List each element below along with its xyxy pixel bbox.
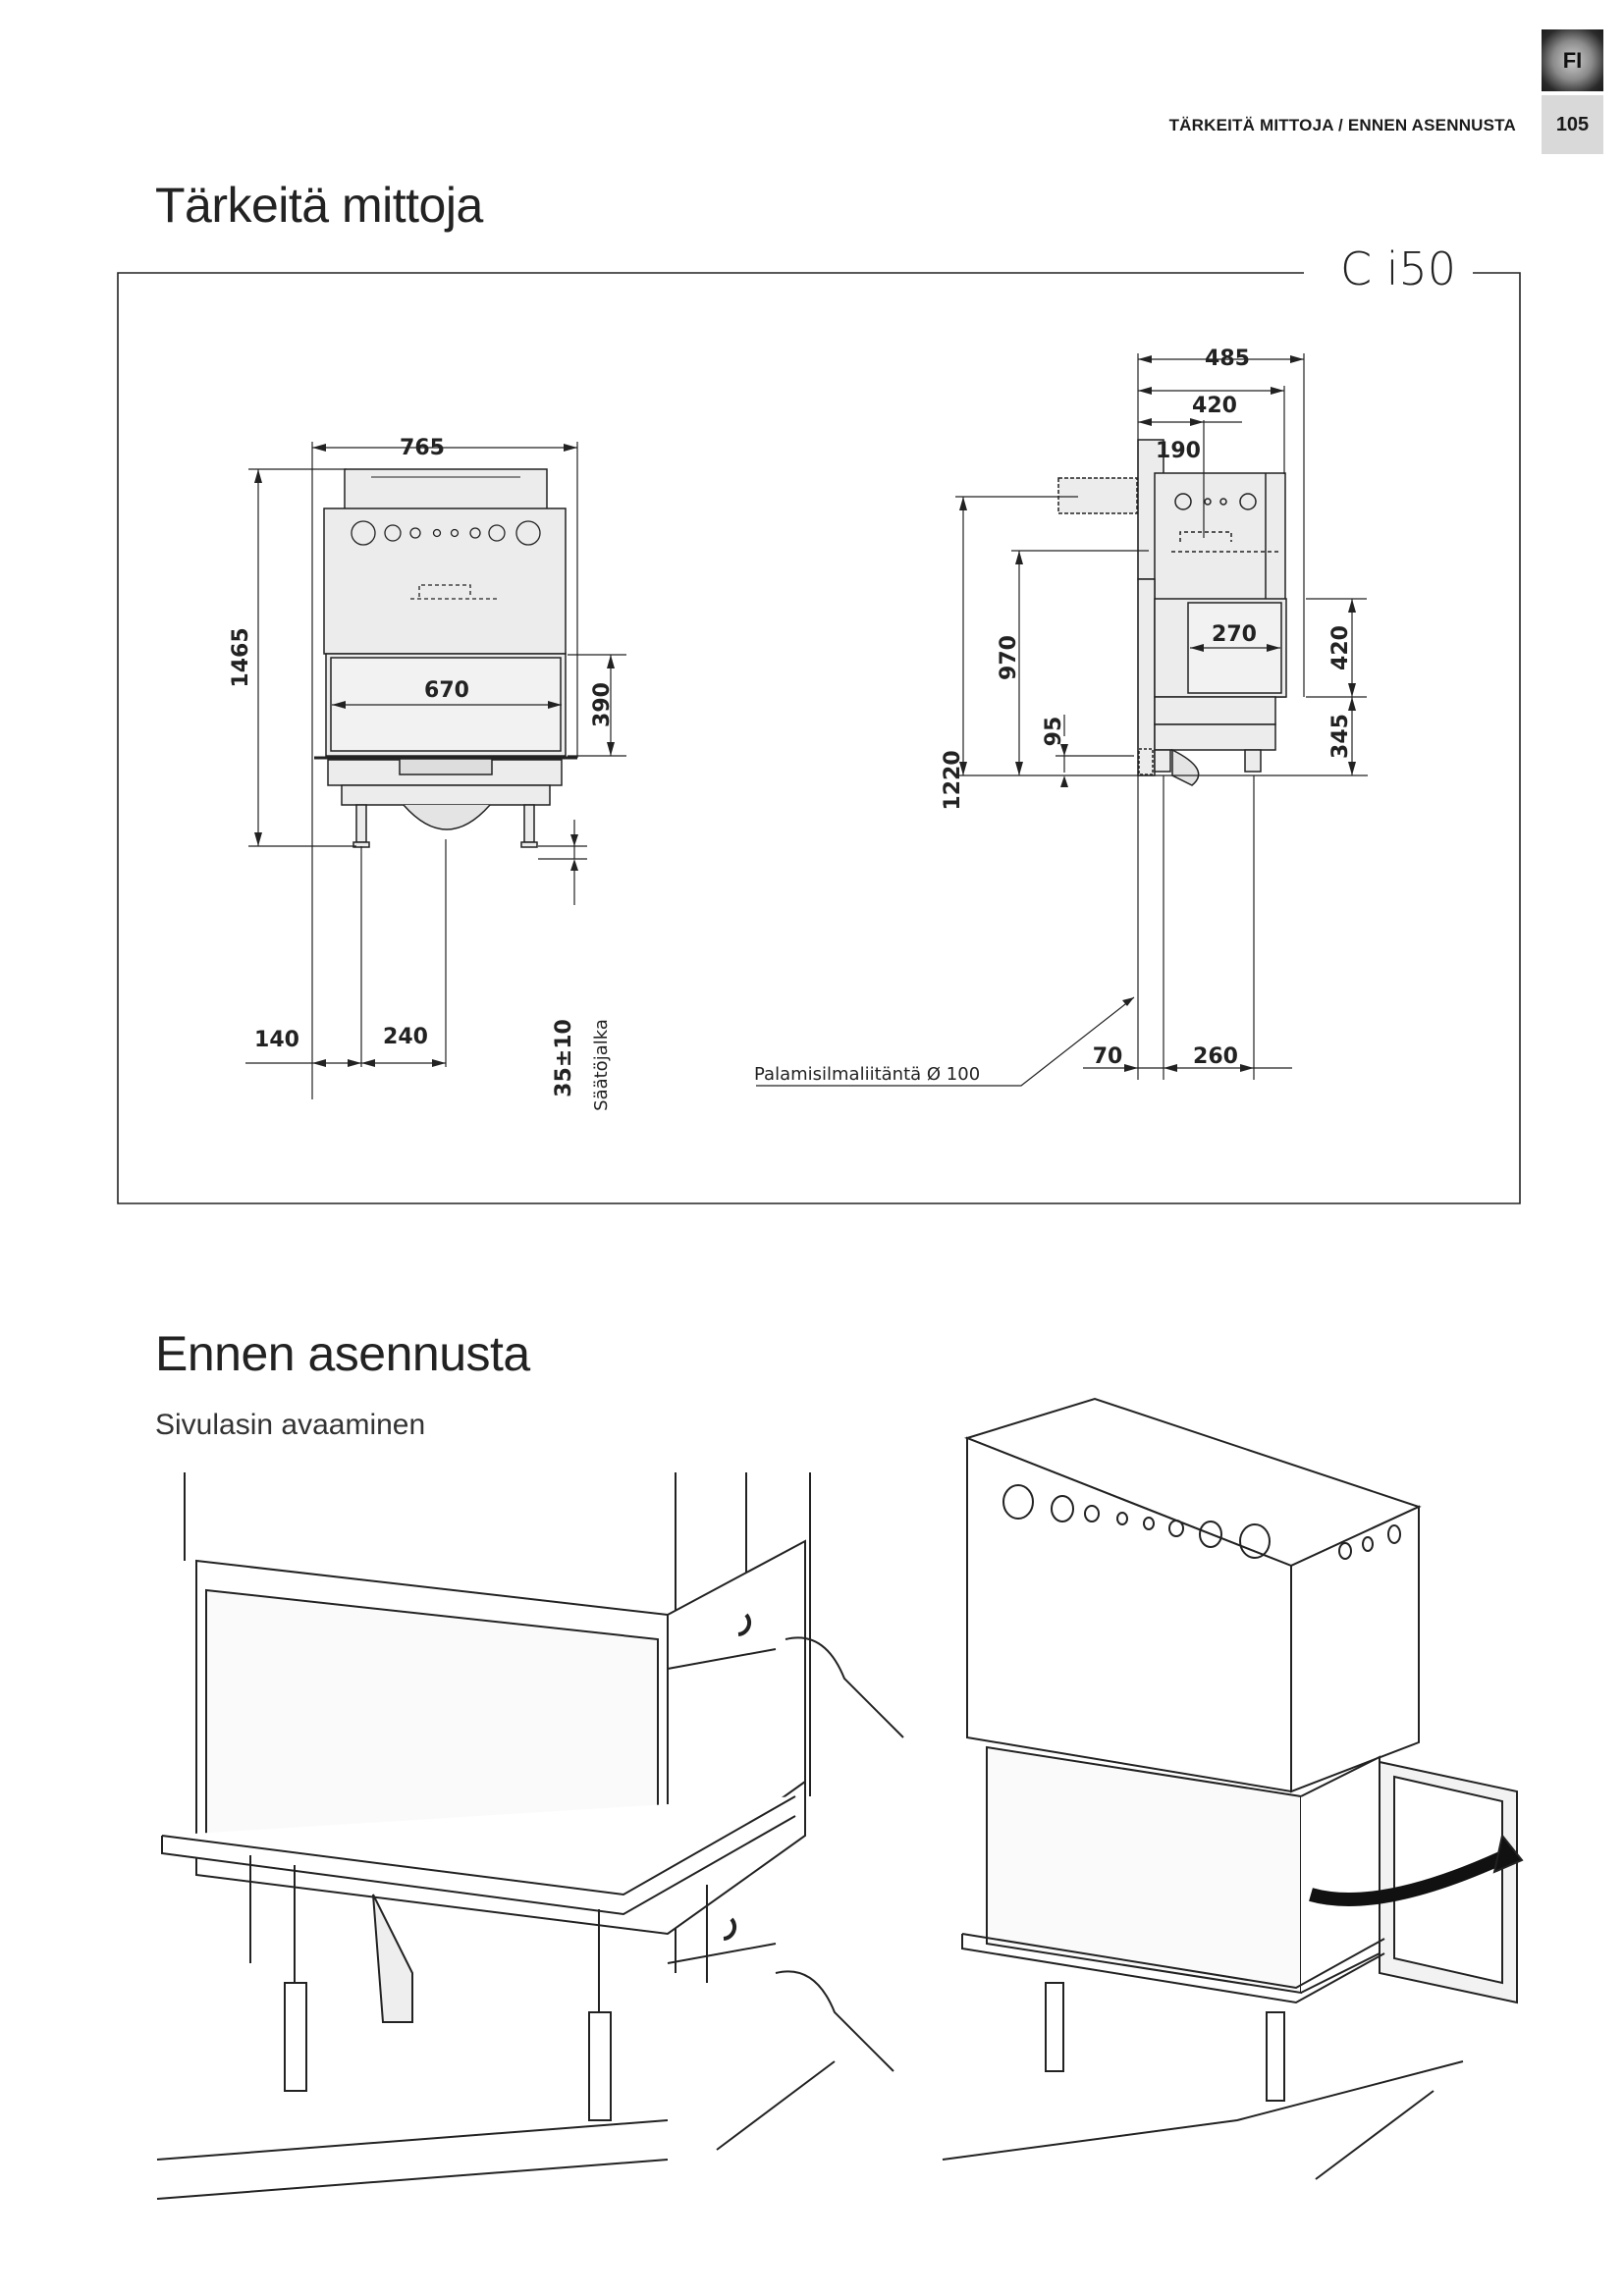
drawing-frame: [117, 272, 1521, 1204]
section-title-dimensions: Tärkeitä mittoja: [155, 178, 483, 233]
section-title-install: Ennen asennusta: [155, 1326, 530, 1381]
illustration-side-glass-release: [156, 1472, 904, 2200]
front-dimension-lines: [245, 442, 626, 1099]
dim-height-total: 1465: [229, 627, 253, 687]
dim-side-glass-height: 420: [1328, 625, 1353, 670]
section-subtitle-side-glass: Sivulasin avaaminen: [155, 1409, 426, 1441]
adjustable-foot-label: Säätöjalka: [591, 1019, 612, 1111]
dim-glass-width: 670: [424, 678, 469, 703]
side-arrowheads: [959, 355, 1356, 1072]
dim-glass-height: 390: [590, 682, 615, 727]
air-inlet-label: Palamisilmaliitäntä Ø 100: [754, 1064, 980, 1085]
dim-height-flue: 970: [997, 635, 1021, 680]
dim-depth-total: 485: [1205, 347, 1250, 371]
installation-illustrations: [156, 1397, 1524, 2200]
dim-leg-offset: 140: [254, 1028, 299, 1052]
dim-depth-body: 420: [1192, 394, 1237, 418]
dim-side-glass-width: 270: [1212, 622, 1257, 647]
dim-adjustable-foot: 35±10: [552, 1019, 576, 1097]
dimension-drawing: C i50 765: [117, 242, 1521, 1204]
front-arrowheads: [254, 444, 615, 1067]
running-head: TÄRKEITÄ MITTOJA / ENNEN ASENNUSTA: [1168, 116, 1516, 134]
dim-width-total: 765: [400, 436, 445, 460]
dim-height-top-outlet: 1220: [941, 750, 965, 810]
dim-base-height: 345: [1328, 714, 1353, 759]
dim-leg-to-center: 240: [383, 1025, 428, 1049]
dim-air-inlet-height: 95: [1042, 717, 1066, 747]
model-label: C i50: [1340, 242, 1456, 295]
front-view: [314, 468, 577, 848]
dim-flue-offset: 190: [1156, 439, 1201, 463]
page-number: 105: [1542, 95, 1603, 154]
illustration-side-door-open: [942, 1397, 1524, 2180]
open-direction-arrow-icon: [1492, 1833, 1524, 1874]
dim-leg-spacing: 260: [1193, 1044, 1238, 1069]
dim-wall-to-leg: 70: [1093, 1044, 1123, 1069]
language-badge: FI: [1542, 29, 1603, 91]
side-view: [1057, 439, 1287, 786]
